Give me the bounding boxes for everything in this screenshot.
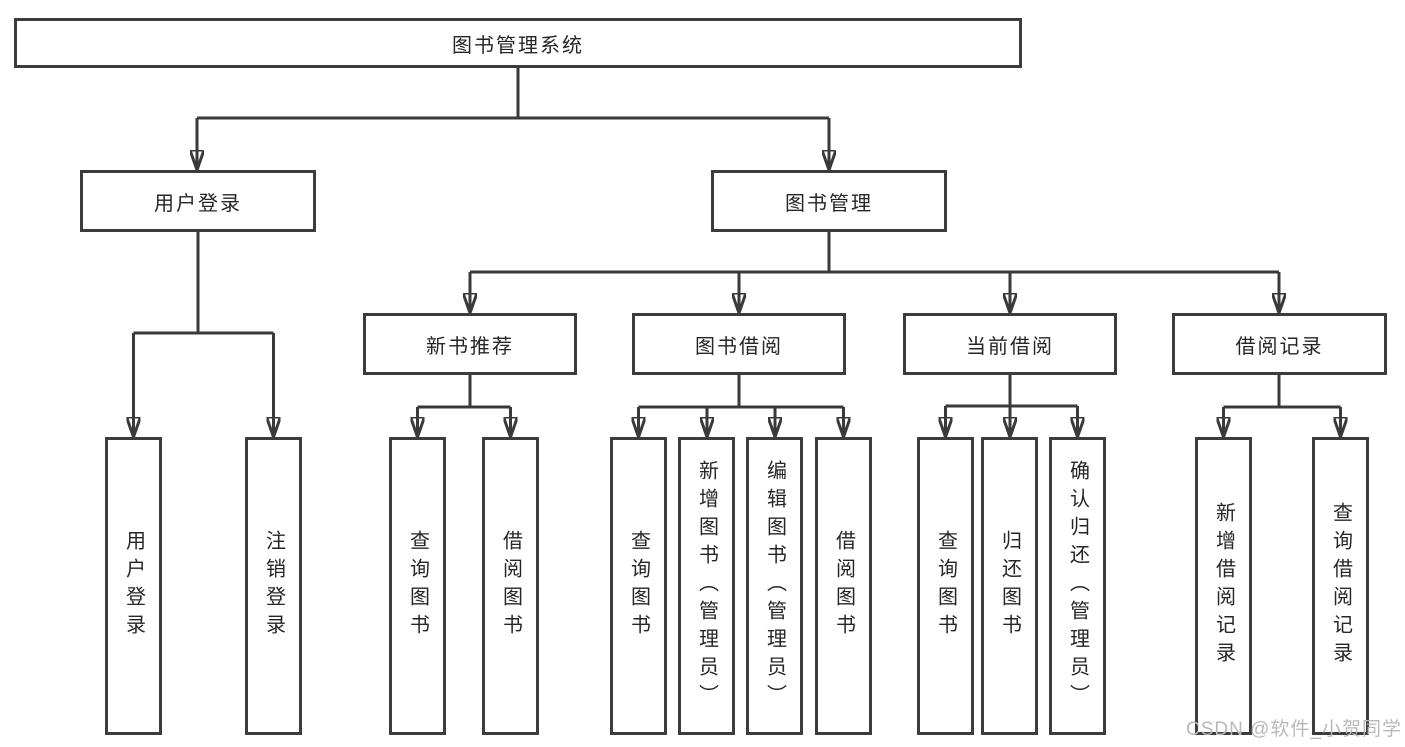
leaf-confirm-return-admin: 确认归还（管理员）: [1049, 437, 1106, 735]
leaf-add-book-admin-label: 新增图书（管理员）: [695, 460, 718, 712]
node-book-management: 图书管理: [711, 170, 947, 232]
node-new-book-recommend-label: 新书推荐: [426, 335, 514, 358]
leaf-query-book-3: 查询图书: [917, 437, 974, 735]
node-user-login-label: 用户登录: [154, 192, 242, 215]
node-user-login: 用户登录: [80, 170, 316, 232]
node-book-borrow-label: 图书借阅: [695, 335, 783, 358]
leaf-query-book-3-label: 查询图书: [934, 530, 957, 642]
node-new-book-recommend: 新书推荐: [363, 313, 577, 375]
leaf-query-borrow-record: 查询借阅记录: [1312, 437, 1369, 735]
leaf-return-book: 归还图书: [981, 437, 1038, 735]
leaf-add-borrow-record: 新增借阅记录: [1195, 437, 1252, 735]
leaf-borrow-book-2: 借阅图书: [815, 437, 872, 735]
leaf-query-book-1-label: 查询图书: [406, 530, 429, 642]
node-current-borrow: 当前借阅: [903, 313, 1117, 375]
node-root: 图书管理系统: [14, 18, 1022, 68]
node-borrow-record-label: 借阅记录: [1235, 335, 1324, 358]
leaf-edit-book-admin: 编辑图书（管理员）: [746, 437, 803, 735]
leaf-borrow-book-2-label: 借阅图书: [832, 530, 855, 642]
leaf-user-login-label: 用户登录: [122, 530, 145, 642]
leaf-logout-label: 注销登录: [262, 530, 285, 642]
node-root-label: 图书管理系统: [452, 34, 584, 57]
leaf-borrow-book-1: 借阅图书: [482, 437, 539, 735]
leaf-query-book-2: 查询图书: [610, 437, 667, 735]
leaf-query-book-2-label: 查询图书: [627, 530, 650, 642]
leaf-logout: 注销登录: [245, 437, 302, 735]
leaf-user-login: 用户登录: [105, 437, 162, 735]
leaf-query-borrow-record-label: 查询借阅记录: [1329, 502, 1352, 670]
leaf-add-borrow-record-label: 新增借阅记录: [1212, 502, 1235, 670]
watermark: CSDN @软件_小贺同学: [1186, 719, 1402, 740]
leaf-confirm-return-admin-label: 确认归还（管理员）: [1066, 460, 1089, 712]
node-book-management-label: 图书管理: [785, 192, 873, 215]
leaf-return-book-label: 归还图书: [998, 530, 1021, 642]
leaf-borrow-book-1-label: 借阅图书: [499, 530, 522, 642]
leaf-query-book-1: 查询图书: [389, 437, 446, 735]
node-book-borrow: 图书借阅: [632, 313, 846, 375]
node-current-borrow-label: 当前借阅: [966, 335, 1054, 358]
leaf-edit-book-admin-label: 编辑图书（管理员）: [763, 460, 786, 712]
leaf-add-book-admin: 新增图书（管理员）: [678, 437, 735, 735]
node-borrow-record: 借阅记录: [1172, 313, 1387, 375]
